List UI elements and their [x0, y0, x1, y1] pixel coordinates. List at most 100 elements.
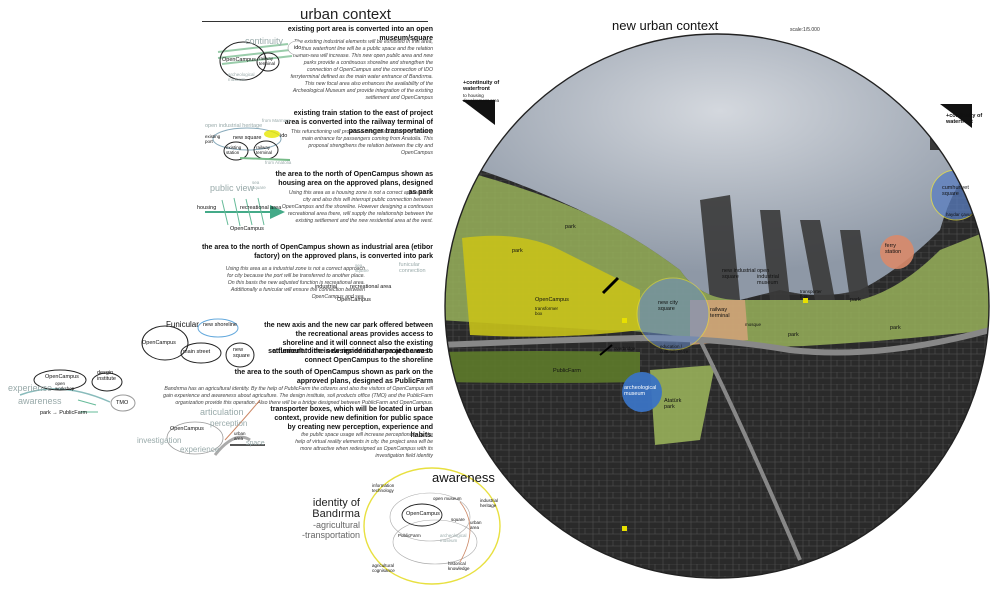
- shoreline-diagram: [141, 318, 255, 368]
- dg-ido: ido: [294, 45, 302, 51]
- id-name: Bandırma: [312, 508, 360, 520]
- id-agri-cognisance: agricultural cognisance: [372, 563, 395, 573]
- dg-perception: perception: [210, 419, 248, 428]
- section-4-heading: the area to the north of OpenCampus show…: [201, 244, 433, 260]
- id-awareness: awareness: [432, 470, 495, 485]
- section-7-body: Bandırma has an agricultural identity. B…: [163, 386, 433, 407]
- map-park-5: park: [890, 325, 901, 331]
- map-continuity-left: +continuity of waterfront: [463, 80, 500, 93]
- section-6-heading: a funicular line is designed in the proj…: [272, 348, 433, 364]
- map-ferry-station: ferry station: [885, 243, 902, 256]
- dg-articulation: articulation: [200, 407, 244, 417]
- map-ataturk-park: Atatürk park: [664, 398, 682, 411]
- concept-diagrams: [19, 40, 300, 456]
- dg-industrial: industrial: [315, 284, 338, 290]
- urban-context-title: urban context: [300, 6, 391, 23]
- dg-railway-2: railway terminal: [256, 145, 273, 155]
- dg-recreational-1: recreational area: [240, 205, 282, 211]
- map-railway-terminal: railway terminal: [710, 307, 730, 320]
- id-square: square: [451, 517, 465, 522]
- dg-existing-port: existing port: [205, 134, 221, 144]
- section-1-heading: existing port area is converted into an …: [287, 26, 433, 42]
- map-park-1: park: [565, 224, 576, 230]
- dg-existing-station: existing station: [226, 145, 242, 155]
- id-arch-museum: archeological museum: [440, 533, 467, 543]
- map-new-industrial-square: new industrial square: [722, 268, 756, 281]
- dg-funicular: Funicular: [166, 320, 199, 329]
- section-4-body: Using this area as a industrial zone is …: [225, 266, 365, 301]
- dg-funicular-connection: funicular connection: [399, 262, 426, 275]
- dg-investigation: investigation: [137, 436, 182, 445]
- dg-park-publicfarm: park → PublicFarm: [40, 410, 88, 416]
- station-diagram: [212, 127, 291, 161]
- section-7-heading: the area to the south of OpenCampus show…: [234, 369, 433, 385]
- map-arch-museum: archeological museum: [624, 385, 657, 398]
- dg-experience-2: experience: [180, 445, 220, 454]
- dg-opencampus-2: OpenCampus: [230, 226, 264, 232]
- dg-arch-museum-1: archeological museum: [228, 72, 255, 82]
- map-open-industrial-museum: open industrial museum: [757, 268, 780, 287]
- map-overbridge: overbridge: [614, 346, 636, 351]
- section-3-heading: the area to the north of OpenCampus show…: [275, 171, 433, 196]
- dg-from-anatolia: from Anatolia: [265, 160, 292, 165]
- dg-continuity: continuity: [245, 36, 284, 46]
- dg-new-square-2: new square: [233, 347, 250, 359]
- map-transporter-box: transporter box: [800, 289, 822, 299]
- dg-opencampus-4: OpenCampus: [142, 340, 176, 346]
- section-8-heading: transporter boxes, which will be located…: [270, 406, 433, 440]
- id-info-tech: information technology: [372, 483, 395, 493]
- map-publicfarm: PublicFarm: [553, 368, 581, 374]
- section-2-heading: existing train station to the east of pr…: [284, 110, 433, 135]
- dg-tmo: TMO: [116, 400, 129, 406]
- dg-railway-1: railway terminal: [259, 56, 276, 66]
- dg-sea-square-2: sea square: [355, 263, 369, 273]
- title-divider: [202, 21, 428, 22]
- publicfarm-diagram: [19, 369, 136, 413]
- dg-main-street: main street: [183, 349, 211, 355]
- map-park-4: park: [788, 332, 799, 338]
- map-continuity-left-sub: to housing development area: [463, 93, 500, 103]
- id-industrial-heritage: industrial heritage: [480, 498, 499, 508]
- dg-awareness: awareness: [18, 396, 62, 406]
- map-scale: scale:1/5.000: [790, 27, 820, 33]
- port-diagram: [217, 40, 300, 81]
- id-agricultural: -agricultural: [312, 520, 360, 530]
- section-8-body: the public space usage will increase per…: [295, 432, 433, 460]
- map-title: new urban context: [612, 18, 719, 33]
- dg-open-workshop: open workshop: [55, 381, 75, 391]
- dg-new-shoreline: new shoreline: [203, 322, 237, 328]
- dg-new-square: new square: [233, 135, 262, 141]
- dg-opencampus-1: OpenCampus: [222, 57, 256, 63]
- section-3-body: Using this area as a housing zone is not…: [281, 190, 433, 225]
- dg-opencampus-6: OpenCampus: [170, 426, 204, 432]
- dg-open-industrial: open industrial heritage: [205, 123, 263, 129]
- section-5-heading: the new axis and the new car park offere…: [264, 322, 433, 356]
- id-open-museum: open museum: [433, 496, 462, 501]
- dg-from-marmara: from Marmara: [262, 118, 291, 123]
- dg-ido-2: ido: [280, 133, 288, 139]
- id-urban-area: urban area: [470, 520, 482, 530]
- dg-housing: housing: [197, 205, 217, 211]
- map-education-centre: education / cultural centre: [660, 344, 689, 354]
- dg-opencampus-3: OpenCampus: [337, 297, 371, 303]
- map-haydar-cavus: haydar çavuş: [946, 212, 973, 217]
- map-opencampus: OpenCampus: [535, 297, 569, 303]
- id-transportation: -transportation: [301, 530, 360, 540]
- identity-diagram: [363, 467, 501, 585]
- map-park-2: park: [512, 248, 523, 254]
- dg-design-institute: desgin institute: [97, 370, 116, 382]
- transporter-diagram: [166, 399, 265, 456]
- section-2-body: This refunctioning will provide a new ur…: [290, 129, 433, 157]
- id-title: identity of: [312, 497, 360, 509]
- dg-opencampus-5: OpenCampus: [45, 374, 79, 380]
- dg-public-view: public view: [210, 183, 255, 193]
- map-new-city-square: new city square: [658, 300, 678, 313]
- section-1-body: The existing industrial elements will be…: [290, 39, 433, 102]
- dg-space: space: [246, 440, 265, 447]
- dg-recreational-2: recreational area: [350, 284, 392, 290]
- housing-diagram: [205, 197, 285, 227]
- map-mosque: mosque: [745, 322, 762, 327]
- map-continuity-right: +continuity of waterfront: [946, 113, 983, 126]
- dg-urban-area: urban area: [234, 431, 246, 441]
